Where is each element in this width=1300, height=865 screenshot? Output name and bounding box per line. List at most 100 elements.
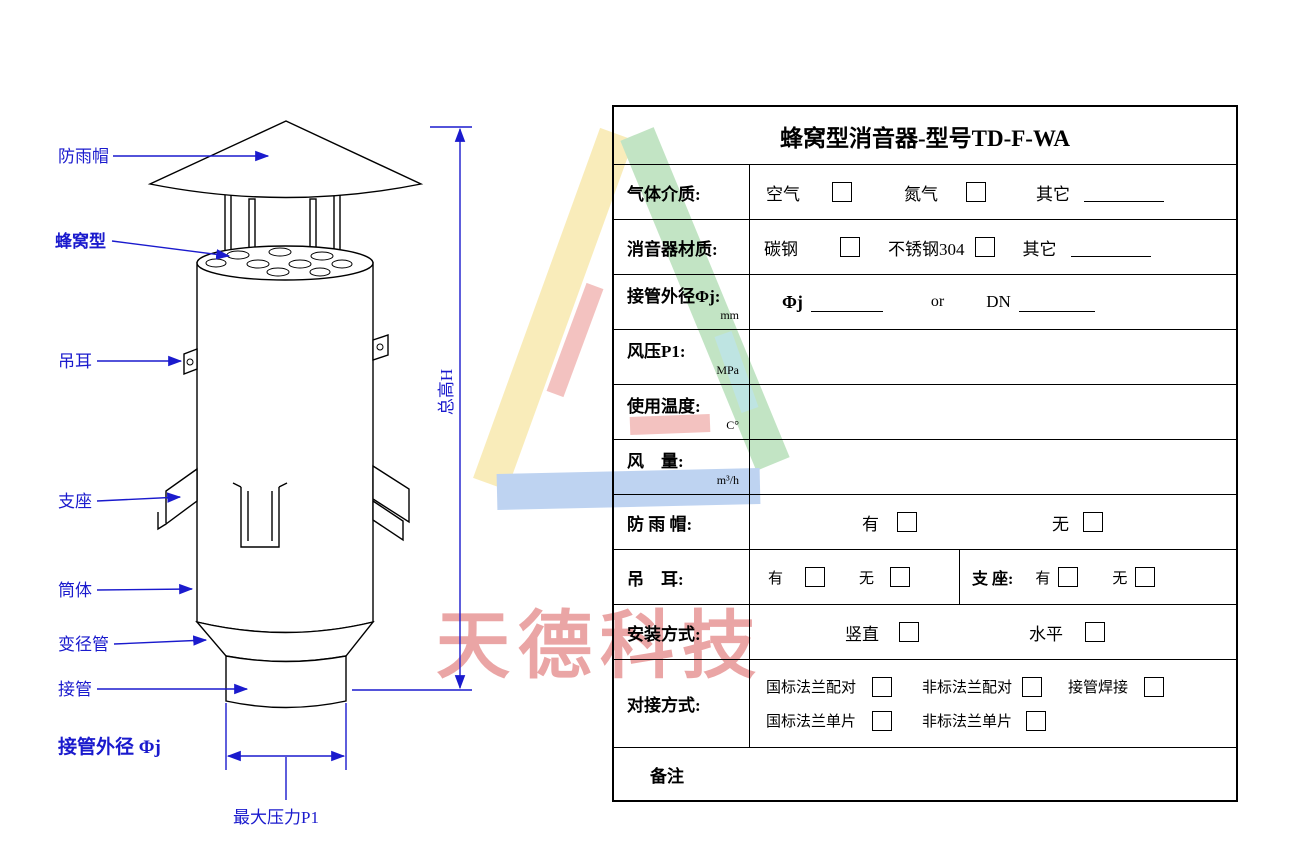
connection-gb-single-checkbox[interactable]	[872, 710, 893, 731]
dimension-lines	[225, 126, 472, 800]
connection-nonstd-pair-checkbox[interactable]	[1022, 676, 1043, 697]
support-label: 支 座:	[972, 571, 1014, 588]
lug-no-checkbox[interactable]	[890, 567, 911, 587]
connection-nonstd-single-label: 非标法兰单片	[922, 714, 1013, 730]
pipe-od-phi-blank[interactable]	[810, 292, 883, 312]
flow-label-cell: 风 量: m³/h	[614, 440, 750, 494]
row-gas-medium: 气体介质: 空气 氮气 其它	[614, 164, 1236, 219]
material-stainless-checkbox[interactable]	[974, 237, 995, 257]
pressure-value-cell[interactable]	[750, 330, 1236, 384]
row-material: 消音器材质: 碳钢 不锈钢304 其它	[614, 219, 1236, 274]
row-pipe-od: 接管外径Φj: mm Φj or DN	[614, 274, 1236, 329]
gas-label: 气体介质:	[627, 184, 701, 204]
lug-yes-label: 有	[768, 570, 784, 587]
pipe-od-phi-label: Φj	[782, 291, 803, 312]
callout-labels: 防雨帽 蜂窝型 吊耳 支座 筒体 变径管 接管 接管外径 Φj 最大压力P1 总…	[55, 147, 456, 827]
pipe-shape	[225, 655, 347, 709]
support-left	[165, 467, 198, 526]
connection-nonstd-single-checkbox[interactable]	[1026, 710, 1047, 731]
temperature-label-cell: 使用温度: C°	[614, 385, 750, 439]
install-options: 竖直 水平	[750, 605, 1236, 659]
support-right-foot	[372, 499, 404, 542]
material-options: 碳钢 不锈钢304 其它	[750, 220, 1236, 274]
support-no-checkbox[interactable]	[1135, 567, 1156, 587]
gas-nitrogen-label: 氮气	[904, 184, 938, 204]
pipe-od-label-cell: 接管外径Φj: mm	[614, 275, 750, 329]
callout-honeycomb: 蜂窝型	[55, 231, 106, 251]
row-rain-cap: 防 雨 帽: 有 无	[614, 494, 1236, 549]
material-stainless-label: 不锈钢304	[888, 239, 965, 259]
pipe-od-dn-label: DN	[986, 292, 1011, 311]
support-yes-checkbox[interactable]	[1058, 567, 1079, 587]
temperature-value-cell[interactable]	[750, 385, 1236, 439]
silencer-technical-drawing: 防雨帽 蜂窝型 吊耳 支座 筒体 变径管 接管 接管外径 Φj 最大压力P1 总…	[55, 120, 472, 827]
row-connection: 对接方式: 国标法兰配对 非标法兰配对 接管焊接 国标法兰单片 非标法兰单片	[614, 659, 1236, 747]
flow-unit: m³/h	[716, 472, 739, 487]
connection-gb-pair-checkbox[interactable]	[872, 676, 893, 697]
gas-options: 空气 氮气 其它	[750, 165, 1236, 219]
pipe-od-options: Φj or DN	[750, 275, 1236, 329]
row-temperature: 使用温度: C°	[614, 384, 1236, 439]
pressure-label-cell: 风压P1: MPa	[614, 330, 750, 384]
pipe-od-label: 接管外径Φj:	[627, 286, 721, 306]
callout-max-pressure: 最大压力P1	[233, 808, 319, 827]
rain-cap-yes-checkbox[interactable]	[897, 512, 917, 532]
row-flow: 风 量: m³/h	[614, 439, 1236, 494]
temperature-label: 使用温度:	[627, 396, 701, 416]
callout-pipe: 接管	[58, 680, 92, 699]
gas-label-cell: 气体介质:	[614, 165, 750, 219]
rain-cap-no-label: 无	[1052, 514, 1069, 534]
pressure-unit: MPa	[716, 362, 739, 377]
install-vertical-checkbox[interactable]	[899, 622, 919, 642]
material-carbon-label: 碳钢	[764, 239, 798, 259]
reducer-leader-arrow	[113, 635, 208, 646]
material-label-cell: 消音器材质:	[614, 220, 750, 274]
rain-cap-options: 有 无	[750, 495, 1236, 549]
lug-options: 有 无	[750, 550, 959, 604]
connection-gb-pair-label: 国标法兰配对	[766, 680, 857, 696]
table-title: 蜂窝型消音器-型号TD-F-WA	[779, 125, 1071, 151]
gas-nitrogen-checkbox[interactable]	[966, 182, 986, 202]
rain-cap-label: 防 雨 帽:	[627, 514, 693, 534]
install-horizontal-label: 水平	[1029, 624, 1063, 644]
connection-gb-single-label: 国标法兰单片	[766, 714, 857, 730]
gas-other-blank[interactable]	[1084, 182, 1164, 202]
table-title-row: 蜂窝型消音器-型号TD-F-WA	[614, 107, 1236, 164]
watermark-text: 天德科技	[436, 606, 764, 688]
connection-options-line2: 国标法兰单片 非标法兰单片	[750, 710, 1236, 731]
install-horizontal-checkbox[interactable]	[1085, 622, 1105, 642]
support-no-label: 无	[1112, 570, 1128, 587]
remarks-cell[interactable]: 备注	[614, 748, 1236, 800]
lug-label: 吊 耳:	[627, 569, 684, 589]
callout-leaders	[96, 150, 270, 695]
gas-air-checkbox[interactable]	[832, 182, 852, 202]
material-label: 消音器材质:	[627, 239, 718, 259]
shell-leader-arrow	[96, 583, 194, 595]
flow-label: 风 量:	[627, 451, 684, 471]
callout-reducer: 变径管	[58, 635, 109, 654]
support-leader-arrow	[96, 492, 182, 503]
spec-table: 蜂窝型消音器-型号TD-F-WA 气体介质: 空气 氮气 其它 消音器材质: 碳…	[612, 105, 1238, 802]
rain-cap-no-checkbox[interactable]	[1083, 512, 1103, 532]
lifting-lug-right	[372, 334, 389, 361]
row-lug-support: 吊 耳: 有 无 支 座: 有 无	[614, 549, 1236, 604]
flow-value-cell[interactable]	[750, 440, 1236, 494]
pipe-od-unit: mm	[720, 307, 739, 322]
lug-yes-checkbox[interactable]	[805, 567, 826, 587]
connection-weld-checkbox[interactable]	[1144, 676, 1165, 697]
company-logo-watermark	[473, 127, 790, 510]
callout-support: 支座	[58, 492, 92, 511]
connection-weld-label: 接管焊接	[1068, 680, 1129, 696]
install-label: 安装方式:	[627, 624, 701, 644]
pipe-od-dn-blank[interactable]	[1018, 292, 1095, 312]
row-remarks: 备注	[614, 747, 1236, 800]
material-other-blank[interactable]	[1070, 237, 1151, 257]
connection-label: 对接方式:	[627, 696, 701, 715]
rain-cap-shape	[147, 120, 424, 199]
rain-cap-label-cell: 防 雨 帽:	[614, 495, 750, 549]
callout-pipe-od: 接管外径 Φj	[58, 735, 161, 758]
gas-air-label: 空气	[766, 184, 800, 204]
pressure-label: 风压P1:	[627, 341, 686, 361]
material-carbon-checkbox[interactable]	[840, 237, 860, 257]
